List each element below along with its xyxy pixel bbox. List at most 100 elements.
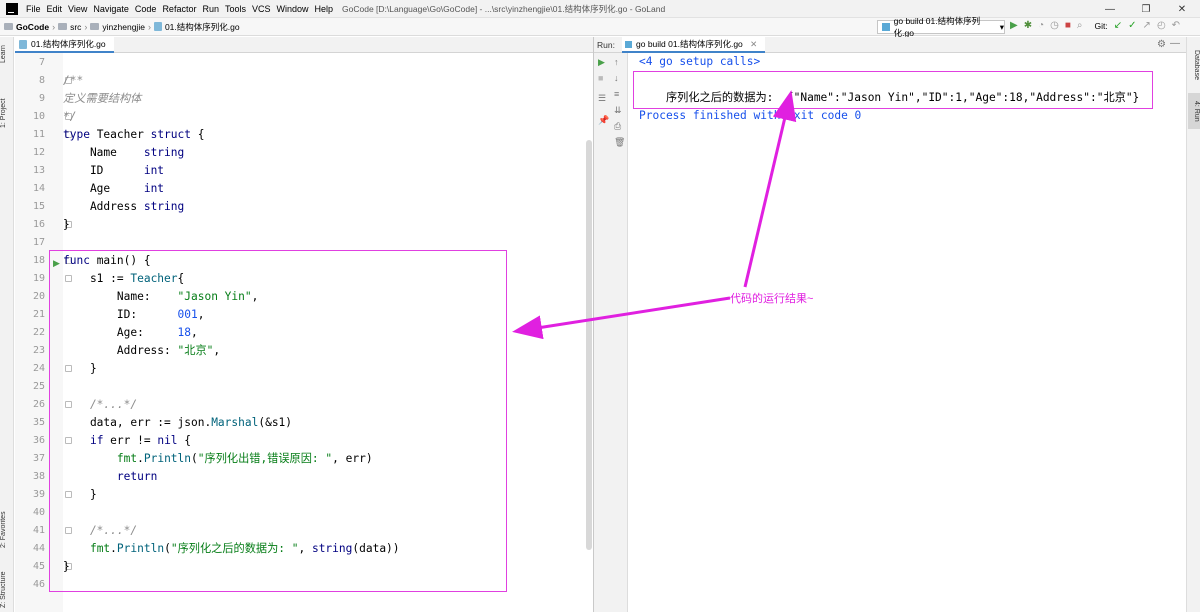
stop-icon[interactable]: ■ bbox=[1064, 20, 1071, 31]
left-tool-strip: 1: Project Learn 2: Favorites Z: Structu… bbox=[0, 37, 14, 612]
pin-icon[interactable]: 📌 bbox=[598, 115, 610, 125]
menu-code[interactable]: Code bbox=[134, 3, 157, 14]
coverage-icon[interactable]: ◔ bbox=[1038, 20, 1045, 31]
fold-marker[interactable] bbox=[65, 275, 72, 282]
fold-marker[interactable] bbox=[65, 77, 72, 84]
fold-marker[interactable] bbox=[65, 563, 72, 570]
fold-marker[interactable] bbox=[65, 113, 72, 120]
breadcrumb-file[interactable]: 01.结构体序列化.go bbox=[164, 21, 240, 32]
tab-structure[interactable]: Z: Structure bbox=[0, 571, 7, 609]
output-json: {"Name":"Jason Yin","ID":1,"Age":18,"Add… bbox=[786, 91, 1140, 104]
go-build-icon bbox=[625, 41, 632, 48]
menu-window[interactable]: Window bbox=[276, 3, 309, 14]
menu-help[interactable]: Help bbox=[314, 3, 334, 14]
code-line: } bbox=[63, 560, 70, 573]
fold-marker[interactable] bbox=[65, 131, 72, 138]
code-line: */ bbox=[63, 110, 77, 123]
vcs-update-icon[interactable]: ↙ bbox=[1113, 20, 1123, 31]
breadcrumb-src[interactable]: src bbox=[70, 21, 82, 32]
run-tab[interactable]: go build 01.结构体序列化.go ✕ bbox=[622, 37, 766, 53]
line-number: 11 bbox=[32, 129, 45, 140]
stop-icon[interactable]: ■ bbox=[598, 73, 604, 83]
code-editor[interactable]: /** 定义需要结构体 */ type Teacher struct { Nam… bbox=[63, 53, 586, 612]
breadcrumb-project[interactable]: GoCode bbox=[16, 21, 50, 32]
print-icon[interactable]: ⎙ bbox=[614, 121, 622, 131]
tab-learn[interactable]: Learn bbox=[0, 45, 7, 63]
line-number: 25 bbox=[32, 381, 45, 392]
tab-favorites[interactable]: 2: Favorites bbox=[0, 511, 7, 549]
trash-icon[interactable]: 🗑 bbox=[614, 137, 626, 147]
line-number: 19 bbox=[32, 273, 45, 284]
line-number: 18 bbox=[32, 255, 45, 266]
line-number: 16 bbox=[32, 219, 45, 230]
go-file-icon bbox=[19, 40, 27, 49]
menu-view[interactable]: View bbox=[68, 3, 88, 14]
fold-marker[interactable] bbox=[65, 257, 72, 264]
scroll-to-end-icon[interactable]: ⇊ bbox=[614, 105, 622, 115]
search-icon[interactable]: ⌕ bbox=[1076, 20, 1083, 31]
scroll-down-icon[interactable]: ↓ bbox=[614, 73, 619, 83]
code-line: fmt.Println("序列化之后的数据为: ", string(data)) bbox=[89, 542, 400, 555]
line-number: 38 bbox=[32, 471, 45, 482]
annotation-label: 代码的运行结果~ bbox=[730, 293, 814, 305]
restore-icon[interactable]: ❐ bbox=[1141, 3, 1151, 15]
setup-calls-line[interactable]: <4 go setup calls> bbox=[639, 55, 761, 68]
fold-marker[interactable] bbox=[65, 491, 72, 498]
fold-marker[interactable] bbox=[65, 527, 72, 534]
code-line: Name string bbox=[63, 146, 185, 159]
tab-project[interactable]: 1: Project bbox=[0, 98, 7, 128]
code-line: ID int bbox=[63, 164, 165, 177]
line-number: 40 bbox=[32, 507, 45, 518]
scroll-up-icon[interactable]: ↑ bbox=[614, 57, 619, 67]
run-tab-label: go build 01.结构体序列化.go bbox=[636, 39, 743, 49]
code-line: Address: "北京", bbox=[63, 344, 221, 357]
menu-tools[interactable]: Tools bbox=[224, 3, 246, 14]
fold-marker[interactable] bbox=[65, 401, 72, 408]
minimize-icon[interactable]: — bbox=[1105, 3, 1115, 15]
restore-layout-icon[interactable]: ☰ bbox=[598, 93, 607, 103]
tab-run[interactable]: 4: Run bbox=[1188, 93, 1200, 129]
breadcrumb-package[interactable]: yinzhengjie bbox=[102, 21, 145, 32]
close-icon[interactable]: ✕ bbox=[1177, 3, 1187, 15]
fold-marker[interactable] bbox=[65, 365, 72, 372]
gear-icon[interactable]: ⚙ bbox=[1157, 39, 1166, 50]
fold-marker[interactable] bbox=[65, 221, 72, 228]
tab-database[interactable]: Database bbox=[1193, 50, 1200, 80]
menu-edit[interactable]: Edit bbox=[46, 3, 63, 14]
editor-tab-label: 01.结构体序列化.go bbox=[31, 39, 106, 49]
chevron-right-icon: › bbox=[84, 21, 88, 32]
line-number: 36 bbox=[32, 435, 45, 446]
editor-tab-file[interactable]: 01.结构体序列化.go bbox=[15, 37, 114, 53]
vcs-commit-icon[interactable]: ✓ bbox=[1128, 20, 1137, 31]
run-config-selector[interactable]: go build 01.结构体序列化.go ▾ bbox=[877, 16, 1005, 38]
close-icon[interactable]: ✕ bbox=[750, 39, 758, 49]
debug-icon[interactable]: ✱ bbox=[1023, 20, 1033, 31]
menu-vcs[interactable]: VCS bbox=[251, 3, 271, 14]
go-build-icon bbox=[882, 23, 890, 31]
rerun-icon[interactable]: ▶ bbox=[598, 57, 605, 67]
line-number: 37 bbox=[32, 453, 45, 464]
revert-icon[interactable]: ↶ bbox=[1171, 20, 1181, 31]
profile-icon[interactable]: ◷ bbox=[1050, 20, 1059, 31]
menu-file[interactable]: File bbox=[26, 3, 41, 14]
soft-wrap-icon[interactable]: ≡ bbox=[614, 89, 620, 99]
code-highlight-box bbox=[49, 250, 507, 592]
run-console[interactable]: <4 go setup calls> 序列化之后的数据为: {"Name":"J… bbox=[629, 53, 1186, 612]
run-icon[interactable]: ▶ bbox=[1010, 20, 1018, 31]
menu-navigate[interactable]: Navigate bbox=[93, 3, 129, 14]
line-number: 46 bbox=[32, 579, 45, 590]
editor-scrollbar[interactable] bbox=[586, 140, 592, 550]
menu-run[interactable]: Run bbox=[202, 3, 219, 14]
history-icon[interactable]: ◴ bbox=[1156, 20, 1166, 31]
output-highlight-box bbox=[633, 71, 1153, 109]
vcs-push-icon[interactable]: ↗ bbox=[1142, 20, 1151, 31]
line-number: 10 bbox=[32, 111, 45, 122]
code-line: return bbox=[116, 470, 158, 483]
line-number: 23 bbox=[32, 345, 45, 356]
menu-refactor[interactable]: Refactor bbox=[162, 3, 197, 14]
minimize-panel-icon[interactable]: — bbox=[1170, 38, 1180, 49]
fold-marker[interactable] bbox=[65, 437, 72, 444]
run-gutter-icon[interactable]: ▶ bbox=[53, 258, 60, 268]
line-number: 7 bbox=[38, 57, 45, 68]
code-line: if err != nil { bbox=[89, 434, 192, 447]
